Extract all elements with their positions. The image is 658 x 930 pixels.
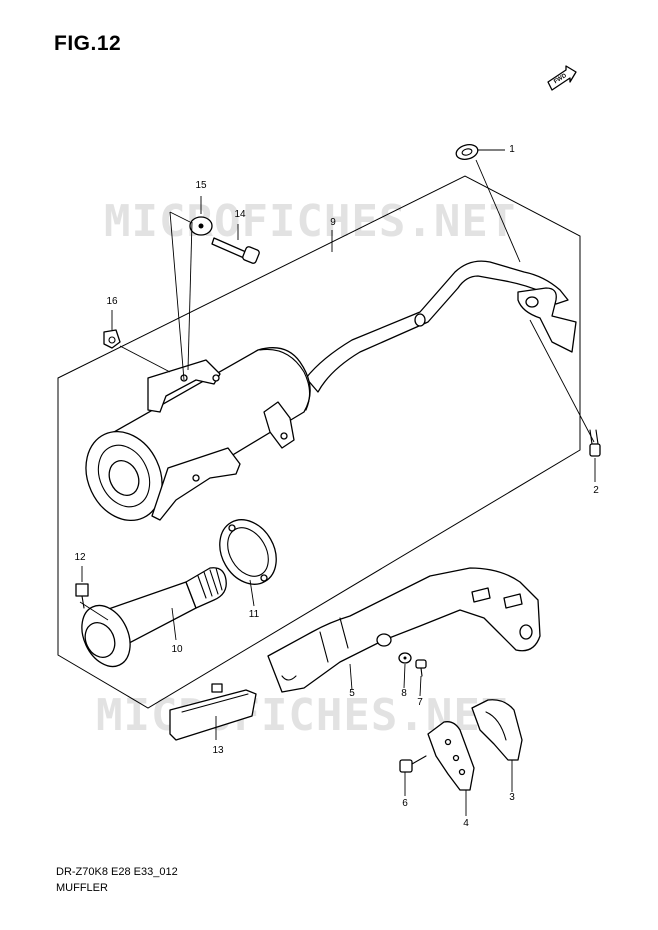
part-14-bolt [211,237,260,264]
part-8-washer [398,652,412,664]
assembly-frame [57,175,581,709]
part-11-gasket [219,519,277,585]
callout-12: 12 [74,552,86,563]
callout-5: 5 [349,688,355,699]
section-name: MUFFLER [56,882,108,894]
part-5-muffler-cover [267,567,541,693]
part-6-bolt [399,755,427,773]
part-7-screw [415,659,427,677]
callout-6: 6 [402,798,408,809]
part-2-bolt [589,429,601,457]
callout-11: 11 [248,609,260,620]
part-10-spark-arrester [81,567,227,668]
model-code: DR-Z70K8 E28 E33_012 [56,866,178,878]
callout-9: 9 [330,217,336,228]
callout-2: 2 [593,485,599,496]
callout-15: 15 [195,180,207,191]
part-13-protector [169,683,257,741]
callout-10: 10 [171,644,183,655]
figure-title: FIG.12 [54,32,122,55]
fwd-arrow-icon: FWD [547,65,577,91]
part-4-bracket [427,721,475,791]
part-1-gasket [455,144,479,160]
callout-8: 8 [401,688,407,699]
callout-16: 16 [106,296,118,307]
part-16-nut [103,329,121,349]
part-9-muffler [85,260,577,522]
callout-1: 1 [509,144,515,155]
callout-14: 14 [234,209,246,220]
part-3-cover [471,699,523,761]
part-15-washer [189,216,213,236]
leader-lines [79,149,596,816]
part-12-screw [75,583,89,609]
callout-7: 7 [417,697,423,708]
callout-13: 13 [212,745,224,756]
callout-3: 3 [509,792,515,803]
callout-4: 4 [463,818,469,829]
